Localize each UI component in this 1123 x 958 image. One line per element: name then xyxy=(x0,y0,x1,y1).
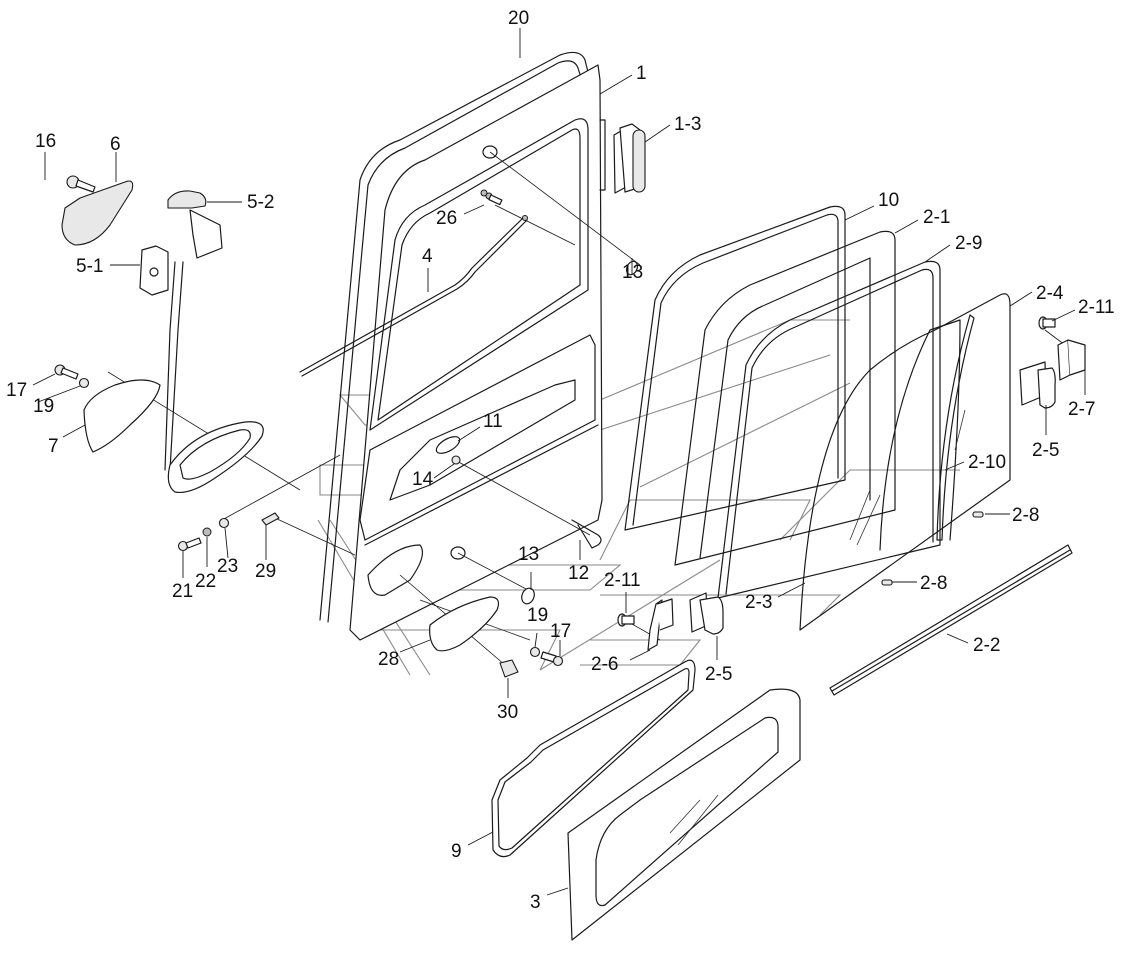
callout-2-8-upper: 2-8 xyxy=(1012,505,1039,526)
part-u-bolt-12 xyxy=(571,519,602,549)
callout-2-11-upper: 2-11 xyxy=(1078,297,1115,318)
part-pin-2-11-upper xyxy=(1038,316,1056,330)
callout-17-lower: 17 xyxy=(550,621,571,642)
part-washer-19-upper xyxy=(78,377,90,389)
callout-11: 11 xyxy=(483,411,503,432)
part-channel-seal-2-9 xyxy=(717,260,941,599)
callout-labels: 20 1 1-3 16 6 5-2 5-1 26 4 13 10 2-1 2-9… xyxy=(6,8,1115,913)
callout-2-10: 2-10 xyxy=(968,452,1006,473)
part-lower-glass-3 xyxy=(567,688,801,941)
callout-3: 3 xyxy=(530,892,541,913)
part-door-seal-outer xyxy=(319,51,591,623)
callout-22: 22 xyxy=(195,571,216,592)
callout-2-6: 2-6 xyxy=(591,654,618,675)
callout-10: 10 xyxy=(878,190,899,211)
callout-2-9: 2-9 xyxy=(955,233,982,254)
part-door-hinge xyxy=(613,123,646,194)
callout-2-3: 2-3 xyxy=(745,592,772,613)
callout-7: 7 xyxy=(48,436,59,457)
part-striker-plate-29 xyxy=(261,512,280,526)
callout-2-1: 2-1 xyxy=(923,207,950,228)
part-screw-21 xyxy=(177,537,202,552)
callout-26: 26 xyxy=(436,208,457,229)
part-door-lock xyxy=(139,245,184,471)
callout-23: 23 xyxy=(217,556,238,577)
part-stopper-2-8 xyxy=(881,511,984,586)
callout-19-upper: 19 xyxy=(33,396,54,417)
part-window-frame-2-1 xyxy=(674,230,896,566)
part-lock-washer-22 xyxy=(202,527,212,537)
part-lower-glass-seal-9 xyxy=(491,659,696,858)
part-bolt-17-upper xyxy=(54,364,79,380)
part-pin-2-11-lower xyxy=(617,613,635,627)
callout-28: 28 xyxy=(378,649,399,670)
callout-13-lower: 13 xyxy=(518,544,539,565)
part-nut-14 xyxy=(451,455,461,465)
callout-2-8-lower: 2-8 xyxy=(920,573,947,594)
callout-17-upper: 17 xyxy=(6,380,27,401)
part-plug-lower xyxy=(521,587,535,605)
callout-2-5-upper: 2-5 xyxy=(1032,440,1059,461)
part-window-seal-10 xyxy=(624,205,846,531)
callout-6: 6 xyxy=(110,134,121,155)
part-bolt-assembly xyxy=(480,189,503,206)
callout-12: 12 xyxy=(568,563,589,584)
callout-1: 1 xyxy=(636,63,647,84)
callout-2-5-lower: 2-5 xyxy=(705,664,732,685)
part-washer-23 xyxy=(218,517,230,529)
part-inner-handle xyxy=(167,421,264,494)
callout-leaders xyxy=(32,28,1086,896)
callout-19-lower: 19 xyxy=(527,605,548,626)
part-glass-strip-2-10 xyxy=(936,314,975,541)
callout-21: 21 xyxy=(172,581,193,602)
part-latch-bracket-2-7 xyxy=(1057,339,1086,381)
part-outer-handle-28 xyxy=(429,596,500,652)
callout-13-upper: 13 xyxy=(622,262,643,283)
callout-16: 16 xyxy=(35,131,56,152)
callout-29: 29 xyxy=(255,561,276,582)
callout-30: 30 xyxy=(497,702,518,723)
part-catch-2-5-lower xyxy=(689,592,724,635)
part-washer-19-lower xyxy=(529,646,541,658)
part-upper-glass-2-4 xyxy=(799,293,1011,631)
part-catch-2-5-upper xyxy=(1019,361,1056,409)
part-bolt-17-lower xyxy=(540,651,564,667)
part-bolt-16 xyxy=(66,175,96,193)
part-inner-cover xyxy=(83,379,161,453)
callout-1-3: 1-3 xyxy=(674,114,701,135)
callout-9: 9 xyxy=(451,841,462,862)
callout-5-1: 5-1 xyxy=(76,256,103,277)
part-key-cylinder-30 xyxy=(499,659,519,678)
callout-2-11-lower: 2-11 xyxy=(604,570,641,591)
part-rail-2-2 xyxy=(829,544,1073,696)
part-bracket-2-6 xyxy=(647,598,674,651)
callout-4: 4 xyxy=(422,246,433,267)
callout-2-7: 2-7 xyxy=(1068,399,1095,420)
part-latch-cover xyxy=(61,180,134,246)
callout-14: 14 xyxy=(412,469,434,490)
part-door-frame xyxy=(349,64,606,641)
part-grommet-11 xyxy=(435,436,461,454)
callout-2-2: 2-2 xyxy=(973,635,1000,656)
callout-20: 20 xyxy=(508,8,529,29)
callout-5-2: 5-2 xyxy=(247,192,274,213)
part-latch-handle xyxy=(167,190,223,259)
callout-2-4: 2-4 xyxy=(1036,283,1064,304)
part-rod xyxy=(299,215,528,377)
